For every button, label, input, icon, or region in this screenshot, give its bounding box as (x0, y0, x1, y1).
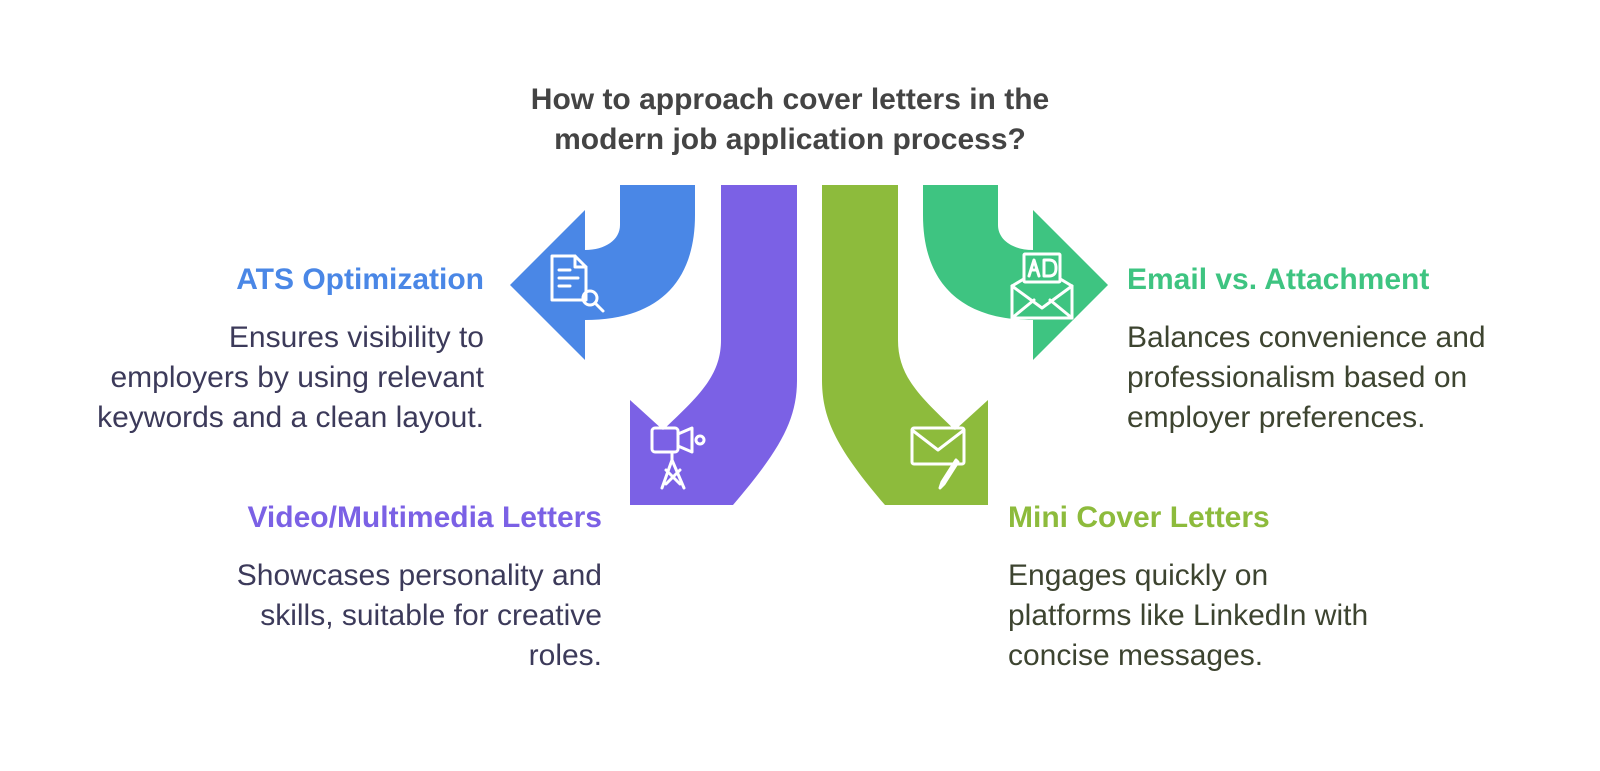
diagram-title: How to approach cover letters in the mod… (440, 80, 1140, 160)
heading-video-multimedia-letters: Video/Multimedia Letters (247, 501, 602, 534)
document-search-icon (550, 254, 605, 313)
title-line-2: modern job application process? (554, 123, 1026, 156)
video-camera-icon (650, 426, 706, 490)
description-email-vs-attachment: Balances convenience and professionalism… (1127, 318, 1486, 438)
title-line-1: How to approach cover letters in the (530, 83, 1050, 116)
description-line: roles. (528, 639, 602, 672)
description-video-multimedia-letters: Showcases personality and skills, suitab… (237, 556, 602, 676)
description-line: professionalism based on (1127, 361, 1468, 394)
description-line: keywords and a clean layout. (97, 401, 484, 434)
description-ats-optimization: Ensures visibility to employers by using… (97, 318, 484, 438)
heading-mini-cover-letters: Mini Cover Letters (1008, 501, 1270, 534)
arrow-email-vs-attachment (923, 185, 1108, 360)
arrow-video-multimedia (630, 185, 797, 505)
description-line: Showcases personality and (236, 559, 602, 592)
description-line: employer preferences. (1127, 401, 1426, 434)
envelope-ad-icon (1010, 252, 1074, 320)
description-line: concise messages. (1008, 639, 1264, 672)
description-line: Engages quickly on (1008, 559, 1269, 592)
description-mini-cover-letters: Engages quickly on platforms like Linked… (1008, 556, 1368, 676)
arrow-mini-cover-letters (822, 185, 988, 505)
description-line: employers by using relevant (110, 361, 484, 394)
description-line: skills, suitable for creative (260, 599, 602, 632)
description-line: platforms like LinkedIn with (1008, 599, 1369, 632)
description-line: Ensures visibility to (228, 321, 484, 354)
arrow-ats-optimization (510, 185, 695, 360)
heading-ats-optimization: ATS Optimization (236, 263, 484, 296)
description-line: Balances convenience and (1127, 321, 1486, 354)
envelope-pencil-icon (910, 426, 966, 490)
heading-email-vs-attachment: Email vs. Attachment (1127, 263, 1430, 296)
